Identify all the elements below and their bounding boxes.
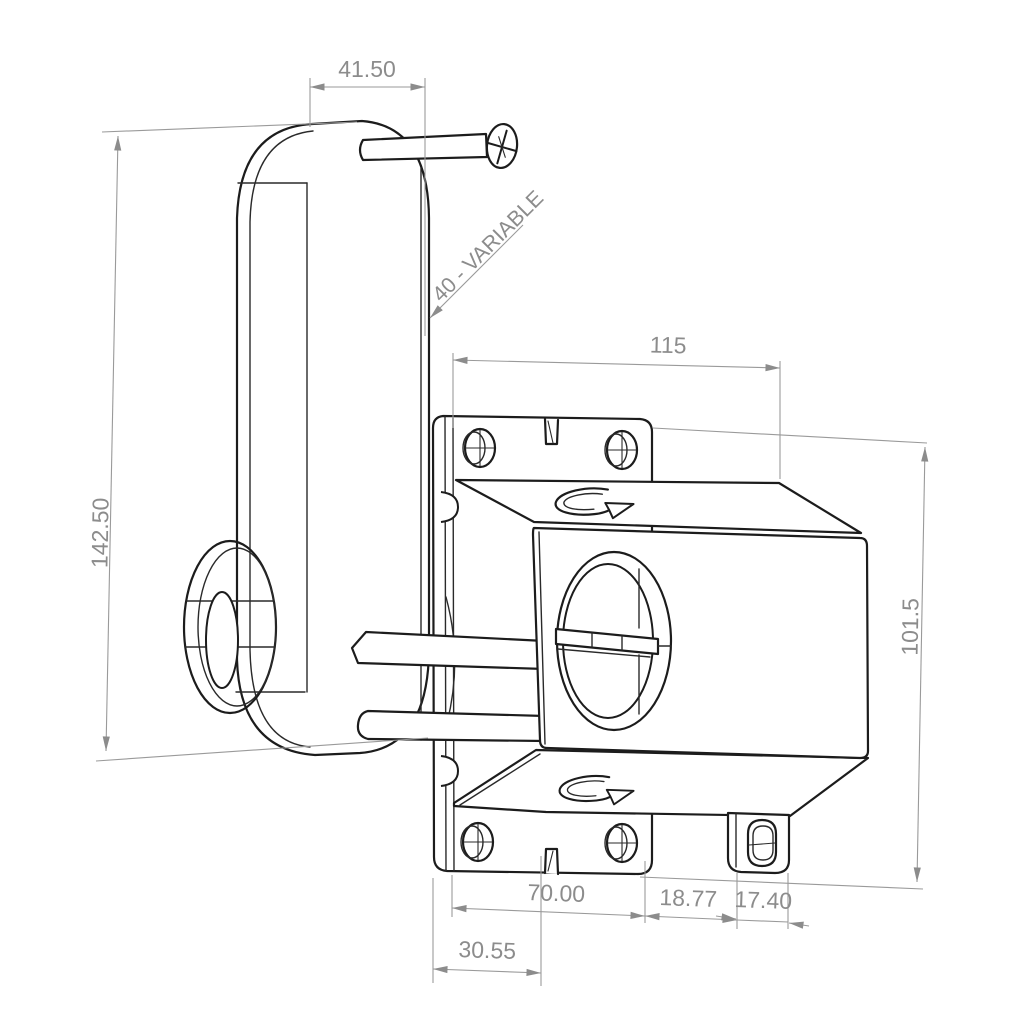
dimension-line [736,919,789,923]
dimension-hole-to-tab: 18.77 [644,873,738,929]
cylinder-bore [554,550,673,732]
dimension-text-edge-to-centre: 30.55 [458,936,516,964]
dimension-body-height: 101.5 [639,427,929,890]
dimension-line [913,446,929,883]
mounting-hole-top-right [604,429,639,471]
dimension-hole-spacing: 70.00 [451,861,646,923]
top-notch [543,417,560,446]
arrow-line [715,913,737,921]
extension-line [95,737,429,762]
extension-line [639,876,924,890]
plate-bracket-upper [440,491,459,523]
dimension-text-body-width: 115 [650,332,687,359]
dimension-text-body-height: 101.5 [897,598,924,656]
mounting-tab [726,811,791,875]
mounting-hole-top-left [462,427,497,469]
turn-knob [182,539,278,715]
arrow-line [788,921,810,929]
extension-line [101,121,358,133]
dimension-plate-width: 41.50 [309,56,426,336]
dimension-line [432,965,542,977]
extension-line [652,427,928,444]
dimension-plate-height: 142.50 [86,121,429,762]
dimension-line [102,135,122,752]
dimension-tab-width: 17.40 [715,873,810,929]
screw-shaft [358,132,489,162]
phillips-recess-icon [486,129,518,165]
dimension-text-plate-height: 142.50 [86,497,113,568]
escutcheon-plate [235,119,431,757]
dimension-line [451,905,646,919]
fixing-screw [358,122,519,170]
dimension-backset: 40 - VARIABLE [428,186,549,319]
dimension-text-tab-width: 17.40 [734,886,792,914]
plate-bevel-line [249,130,314,748]
dimension-line [452,356,781,372]
lock-body [452,478,870,818]
mounting-hole-bottom-left [460,821,495,863]
plate-outline [235,119,431,757]
body-bottom-bevel [459,753,541,806]
leader-line [429,224,524,319]
slot-outer [746,818,778,868]
spindle-round [356,709,547,743]
bottom-notch [543,847,560,876]
dimension-edge-to-centre: 30.55 [432,856,542,986]
plate-bracket-lower [440,755,459,787]
mounting-hole-bottom-right [604,822,639,864]
knob-face [205,591,239,689]
dimension-text-hole-to-tab: 18.77 [659,884,717,912]
body-bottom-face [452,748,870,818]
slot-inner [752,825,774,861]
latch-bar [554,627,672,658]
dimension-text-hole-spacing: 70.00 [527,879,585,907]
dimension-body-width: 115 [452,332,781,479]
spindle-square [350,630,547,671]
dimension-text-plate-width: 41.50 [338,56,396,82]
knob-mid [197,547,277,707]
spindle-rods [350,630,547,743]
body-left-edge-inner [538,531,546,745]
dimension-text-backset: 40 - VARIABLE [428,186,549,307]
body-top-face [454,478,863,535]
